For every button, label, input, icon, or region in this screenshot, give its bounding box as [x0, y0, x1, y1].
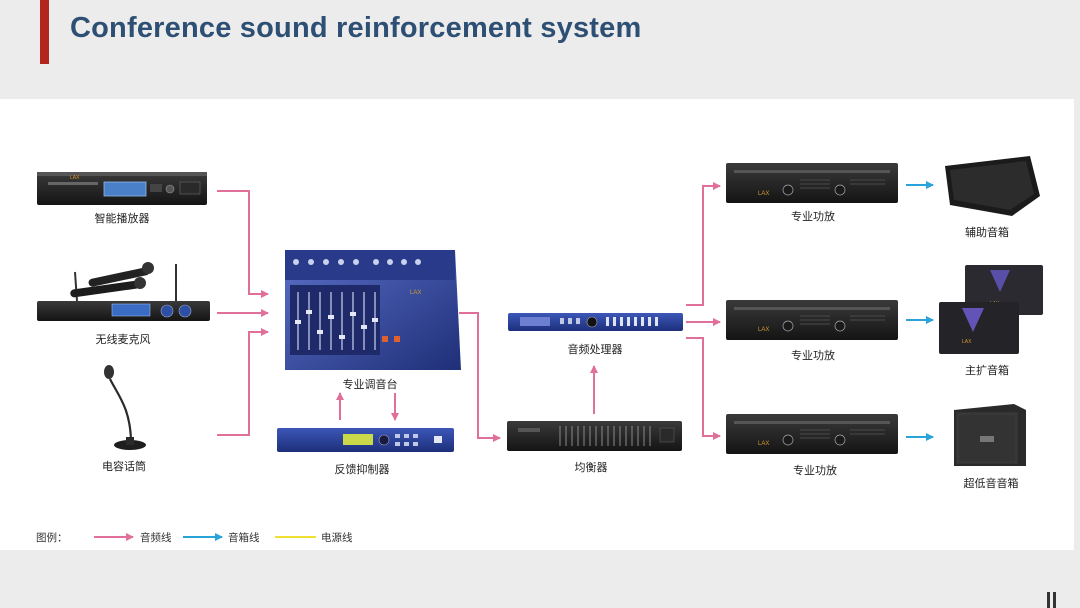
label-smart-player: 智能播放器	[94, 212, 150, 225]
legend-label-power: 电源线	[321, 532, 353, 544]
svg-text:LAX: LAX	[410, 290, 421, 296]
aux-speaker-device	[945, 156, 1040, 216]
label-audio-processor: 音频处理器	[567, 343, 623, 356]
line-player-to-mixer	[217, 190, 269, 298]
audio-lines	[217, 182, 721, 442]
feedback-suppressor-device	[277, 428, 454, 452]
svg-text:LAX: LAX	[758, 327, 769, 333]
line-condenser-to-mixer	[217, 328, 269, 436]
amplifier-device-1: LAX	[726, 163, 898, 203]
svg-text:LAX: LAX	[758, 191, 769, 197]
slide-title: Conference sound reinforcement system	[70, 12, 642, 44]
mixer-device: LAX	[285, 250, 461, 370]
line-processor-to-amp3	[686, 337, 721, 440]
line-processor-to-amps	[686, 182, 721, 306]
label-aux-speaker: 辅助音箱	[965, 226, 1009, 239]
wireless-mic-device	[37, 262, 210, 321]
title-accent-bar	[40, 0, 49, 64]
label-condenser-mic: 电容话筒	[102, 460, 146, 473]
line-mixer-to-eq	[459, 312, 501, 442]
smart-player-device: LAX	[37, 172, 207, 205]
audio-processor-device	[508, 313, 683, 331]
legend-title: 图例：	[36, 532, 68, 544]
label-mixer: 专业调音台	[342, 378, 398, 391]
label-equalizer: 均衡器	[574, 461, 608, 474]
label-subwoofer: 超低音音箱	[963, 477, 1019, 490]
condenser-mic-device	[104, 365, 146, 450]
main-speaker-device: LAX LAX	[939, 265, 1043, 354]
legend-label-speaker: 音箱线	[228, 532, 260, 544]
svg-text:LAX: LAX	[758, 441, 769, 447]
legend-label-audio: 音频线	[140, 532, 172, 544]
label-amp-1: 专业功放	[791, 210, 835, 223]
label-feedback-suppressor: 反馈抑制器	[334, 463, 390, 476]
svg-text:LAX: LAX	[70, 175, 80, 181]
label-wireless-mic: 无线麦克风	[95, 333, 151, 346]
equalizer-device	[507, 421, 682, 451]
amplifier-device-2: LAX	[726, 300, 898, 340]
svg-text:LAX: LAX	[962, 339, 972, 345]
page-marker	[1047, 592, 1050, 608]
label-main-speaker: 主扩音箱	[965, 364, 1009, 377]
label-amp-2: 专业功放	[791, 349, 835, 362]
label-amp-3: 专业功放	[793, 464, 837, 477]
speaker-lines	[906, 181, 934, 441]
subwoofer-device	[954, 404, 1026, 466]
page-marker-2	[1053, 592, 1056, 608]
amplifier-device-3: LAX	[726, 414, 898, 454]
